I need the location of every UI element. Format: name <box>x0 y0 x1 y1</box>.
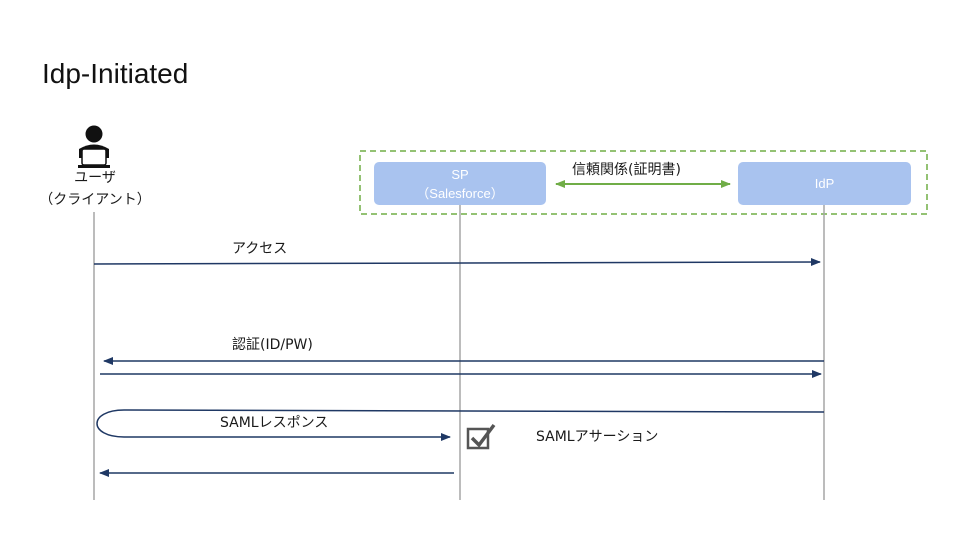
access-label: アクセス <box>232 241 288 257</box>
sp-label-line2: （Salesforce） <box>416 185 504 201</box>
saml-response-label: SAMLレスポンス <box>220 415 329 431</box>
saml-response-arrow <box>96 409 825 441</box>
sp-label-line1: SP <box>451 166 469 182</box>
page-title: Idp-Initiated <box>42 58 189 89</box>
user-icon <box>78 125 110 168</box>
user-label-line1: ユーザ <box>74 170 116 186</box>
idp-participant-box: IdP <box>738 162 911 205</box>
access-arrow <box>93 258 821 267</box>
saml-assertion-label: SAMLアサーション <box>536 429 659 445</box>
trust-label: 信頼関係(証明書) <box>572 162 681 178</box>
checkbox-icon <box>466 423 496 450</box>
trust-boundary <box>359 150 928 215</box>
idp-label: IdP <box>814 176 835 191</box>
sp-participant-box: SP （Salesforce） <box>374 162 546 205</box>
auth-label: 認証(ID/PW) <box>232 337 313 353</box>
user-label-line2: （クライアント） <box>39 192 151 208</box>
user-participant-label: ユーザ （クライアント） <box>30 167 160 211</box>
